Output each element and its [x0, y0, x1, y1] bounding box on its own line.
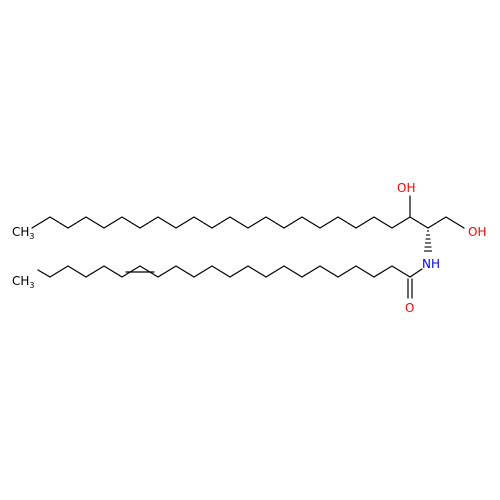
stereo-hash-wedge: [424, 230, 432, 252]
methyl-bottom-label: CH3: [12, 274, 35, 290]
methyl-top-main: CH: [12, 225, 29, 239]
acyl-chain-bonds: [37, 265, 411, 278]
hydroxyl-top-label: OH: [397, 181, 415, 195]
methyl-top-label: CH3: [12, 225, 35, 241]
methyl-bottom-subscript: 3: [29, 281, 34, 290]
carbonyl-o-label: O: [405, 301, 414, 315]
n-carbonyl-bond: [409, 268, 423, 278]
hydroxyl-right-label: OH: [468, 225, 486, 239]
sphingoid-chain-bonds: [31, 216, 465, 229]
methyl-top-subscript: 3: [29, 232, 34, 241]
methyl-bottom-main: CH: [12, 274, 29, 288]
amide-nh-label: NH: [422, 257, 440, 271]
